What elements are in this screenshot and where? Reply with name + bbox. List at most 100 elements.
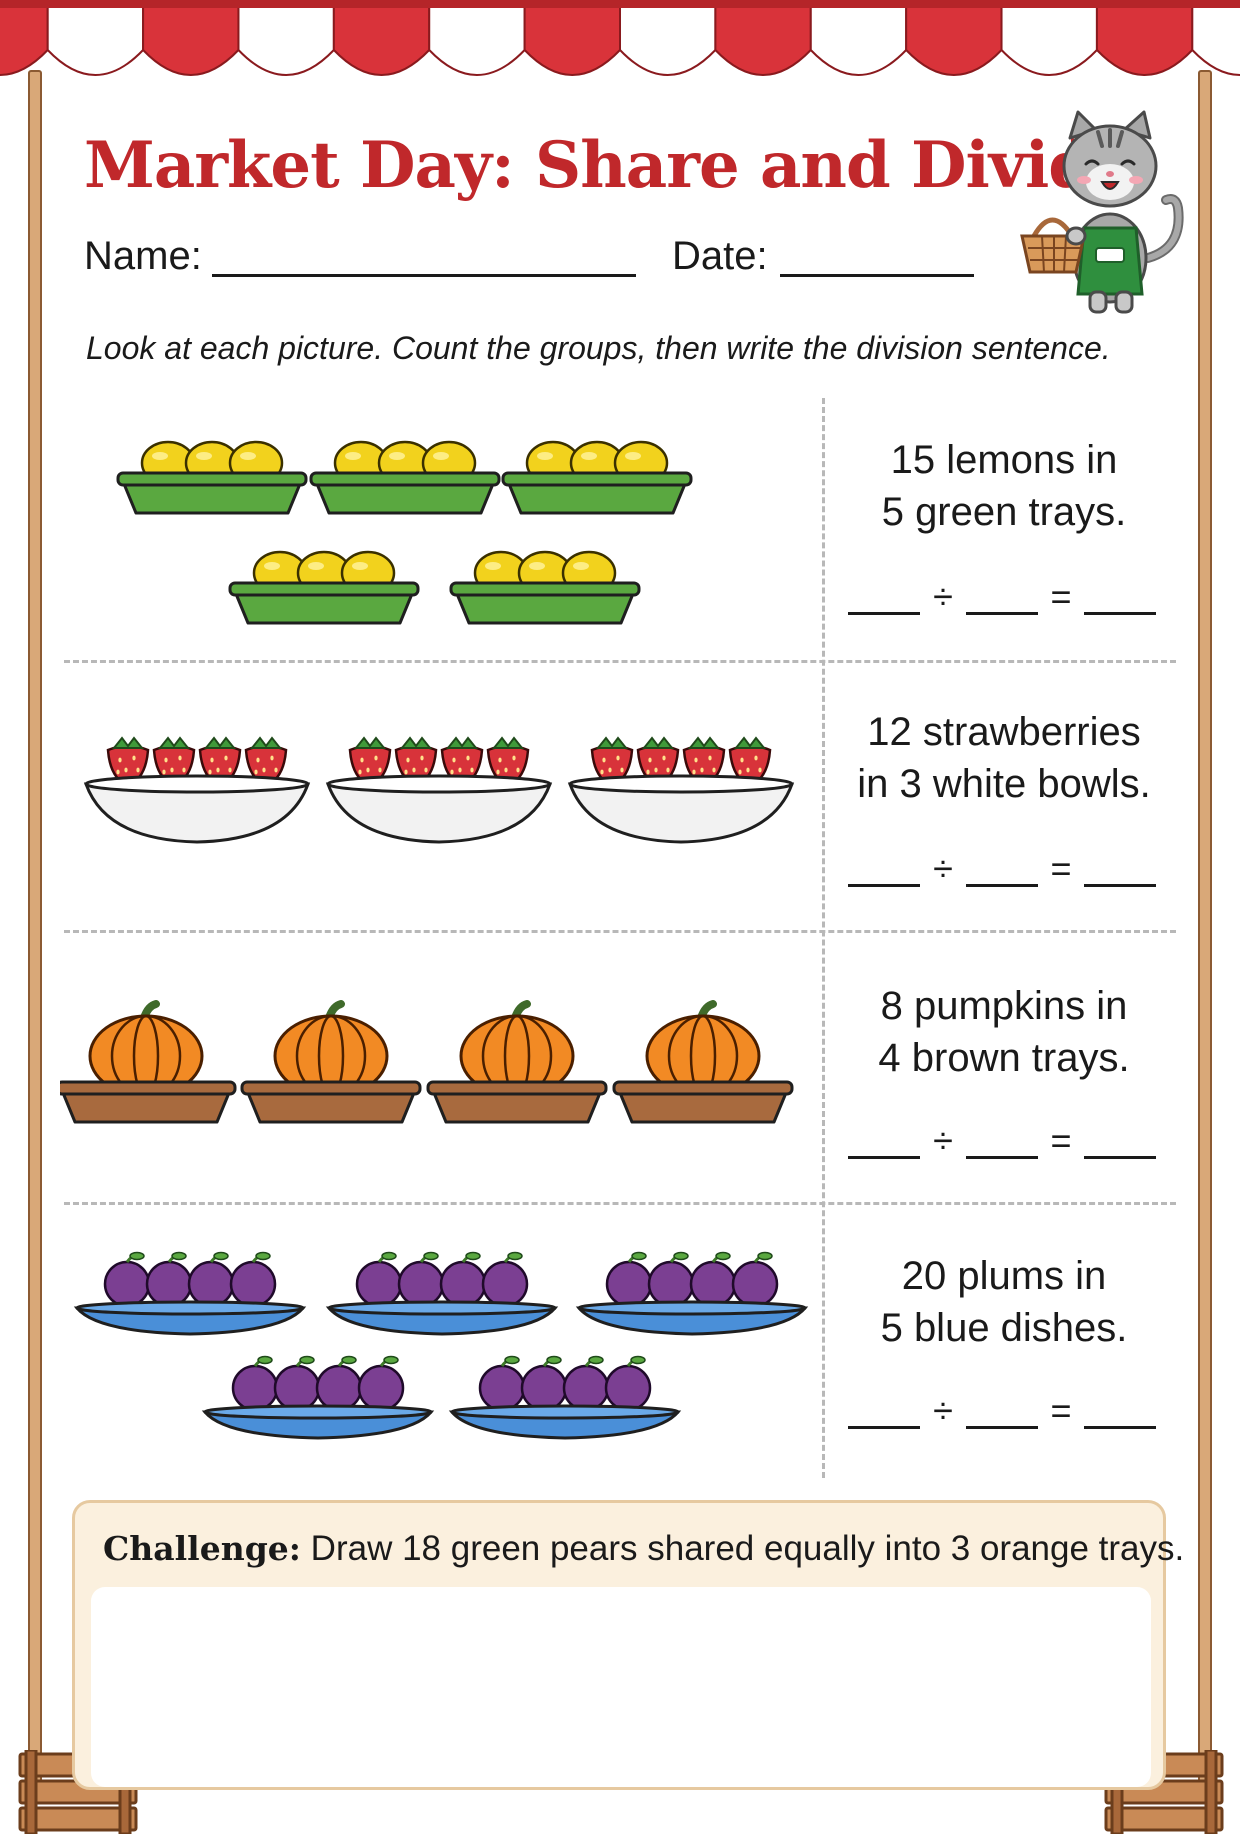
name-label: Name: bbox=[84, 234, 202, 278]
plum-icon bbox=[731, 1260, 779, 1308]
problem-1-text: 15 lemons in 5 green trays. bbox=[836, 434, 1172, 538]
fruit-group bbox=[575, 1251, 809, 1336]
plum-icon bbox=[481, 1260, 529, 1308]
equals-sign: = bbox=[1050, 1390, 1072, 1431]
cat-shopkeeper-icon bbox=[1020, 110, 1184, 314]
challenge-label: Challenge: bbox=[103, 1529, 301, 1568]
fruit-group bbox=[240, 1000, 422, 1124]
fruit-group bbox=[228, 550, 420, 625]
fruit-group bbox=[567, 736, 795, 844]
divide-sign: ÷ bbox=[933, 848, 953, 889]
stall-pole-left bbox=[28, 70, 42, 1790]
divisor-blank[interactable] bbox=[966, 1156, 1038, 1159]
problem-1-line-2: 5 green trays. bbox=[881, 490, 1127, 534]
plum-icon bbox=[229, 1260, 277, 1308]
plum-icon bbox=[187, 1260, 235, 1308]
problem-4-text: 20 plums in 5 blue dishes. bbox=[836, 1250, 1172, 1354]
problem-1-line-1: 15 lemons in bbox=[890, 438, 1118, 482]
problem-4-line-2: 5 blue dishes. bbox=[880, 1306, 1128, 1350]
tray-rim bbox=[309, 471, 501, 487]
divisor-blank[interactable] bbox=[966, 884, 1038, 887]
challenge-box: Challenge: Draw 18 green pears shared eq… bbox=[72, 1500, 1184, 1790]
quotient-blank[interactable] bbox=[1084, 884, 1156, 887]
fruit-group bbox=[612, 1000, 794, 1124]
plum-icon bbox=[355, 1260, 403, 1308]
problem-4-equation: ÷ = bbox=[848, 1390, 1158, 1431]
dividend-blank[interactable] bbox=[848, 884, 920, 887]
row-divider bbox=[64, 930, 1176, 933]
plum-icon bbox=[562, 1364, 610, 1412]
plum-icon bbox=[273, 1364, 321, 1412]
problem-2-line-1: 12 strawberries bbox=[867, 710, 1141, 754]
striped-awning bbox=[0, 0, 1240, 76]
dish-rim bbox=[327, 1300, 557, 1316]
instructions: Look at each picture. Count the groups, … bbox=[86, 330, 1111, 366]
tray-rim bbox=[426, 1080, 608, 1096]
problem-3-equation: ÷ = bbox=[848, 1120, 1158, 1161]
plum-icon bbox=[357, 1364, 405, 1412]
plum-icon bbox=[103, 1260, 151, 1308]
lemons-picture bbox=[116, 440, 693, 625]
equals-sign: = bbox=[1050, 848, 1072, 889]
stall-pole-right bbox=[1198, 70, 1212, 1790]
tray-rim bbox=[240, 1080, 422, 1096]
plum-icon bbox=[145, 1260, 193, 1308]
fruit-group bbox=[426, 1000, 608, 1124]
quotient-blank[interactable] bbox=[1084, 1426, 1156, 1429]
plum-icon bbox=[647, 1260, 695, 1308]
tray-rim bbox=[116, 471, 308, 487]
tray-rim bbox=[449, 581, 641, 597]
dividend-blank[interactable] bbox=[848, 1426, 920, 1429]
plum-icon bbox=[231, 1364, 279, 1412]
plum-icon bbox=[478, 1364, 526, 1412]
dish-rim bbox=[203, 1404, 433, 1420]
dividend-blank[interactable] bbox=[848, 612, 920, 615]
divisor-blank[interactable] bbox=[966, 1426, 1038, 1429]
divide-sign: ÷ bbox=[933, 1120, 953, 1161]
challenge-text: Draw 18 green pears shared equally into … bbox=[300, 1529, 1185, 1568]
fruit-group bbox=[501, 440, 693, 515]
problem-4-line-1: 20 plums in bbox=[901, 1254, 1107, 1298]
problem-3-line-1: 8 pumpkins in bbox=[880, 984, 1128, 1028]
divisor-blank[interactable] bbox=[966, 612, 1038, 615]
fruit-group bbox=[325, 1251, 559, 1336]
problem-2-text: 12 strawberries in 3 white bowls. bbox=[836, 706, 1172, 810]
quotient-blank[interactable] bbox=[1084, 1156, 1156, 1159]
problem-2-line-2: in 3 white bowls. bbox=[857, 762, 1151, 806]
row-divider bbox=[64, 1202, 1176, 1205]
problem-2-equation: ÷ = bbox=[848, 848, 1158, 889]
tray-rim bbox=[228, 581, 420, 597]
strawberries-picture bbox=[83, 736, 795, 844]
tray-rim bbox=[60, 1080, 237, 1096]
challenge-prompt: Challenge: Draw 18 green pears shared eq… bbox=[103, 1529, 1184, 1569]
name-field[interactable] bbox=[212, 274, 636, 277]
pumpkins-picture bbox=[60, 1000, 794, 1124]
quotient-blank[interactable] bbox=[1084, 612, 1156, 615]
dividend-blank[interactable] bbox=[848, 1156, 920, 1159]
drawing-area[interactable] bbox=[91, 1587, 1151, 1787]
fruit-group bbox=[449, 550, 641, 625]
wooden-crate-icon bbox=[18, 1750, 138, 1834]
fruit-group bbox=[325, 736, 553, 844]
problem-3-line-2: 4 brown trays. bbox=[878, 1036, 1130, 1080]
column-divider bbox=[822, 398, 825, 1478]
bowl-icon bbox=[325, 782, 553, 844]
divide-sign: ÷ bbox=[933, 1390, 953, 1431]
fruit-group bbox=[201, 1355, 435, 1440]
row-divider bbox=[64, 660, 1176, 663]
fruit-group bbox=[448, 1355, 682, 1440]
fruit-group bbox=[83, 736, 311, 844]
plum-icon bbox=[520, 1364, 568, 1412]
bowl-rim bbox=[326, 774, 552, 794]
page-title: Market Day: Share and Divide bbox=[84, 128, 1133, 203]
tray-rim bbox=[612, 1080, 794, 1096]
date-label: Date: bbox=[672, 234, 768, 278]
dish-rim bbox=[577, 1300, 807, 1316]
fruit-group bbox=[116, 440, 308, 515]
plum-icon bbox=[315, 1364, 363, 1412]
plum-icon bbox=[439, 1260, 487, 1308]
date-field[interactable] bbox=[780, 274, 974, 277]
equals-sign: = bbox=[1050, 1120, 1072, 1161]
divide-sign: ÷ bbox=[933, 576, 953, 617]
